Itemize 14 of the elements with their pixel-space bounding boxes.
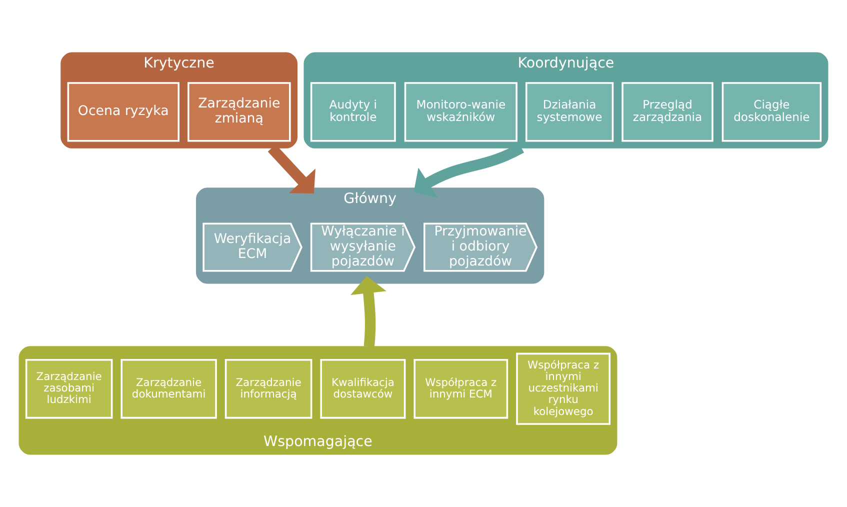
node-box: Przegląd zarządzania [622, 82, 714, 142]
node-box: Ciągłe doskonalenie [722, 82, 822, 142]
node-box: Współpraca z innymi uczestnikami rynku kolejowego [516, 352, 610, 425]
node-box: Zarządzanie zmianą [188, 82, 291, 142]
node-box: Współpraca z innymi ECM [414, 359, 508, 419]
node-box: Zarządzanie informacją [224, 359, 312, 419]
node-box: Ocena ryzyka [67, 82, 180, 142]
node-box: Monitoro-wanie wskaźników [404, 82, 518, 142]
node-box: Działania systemowe [525, 82, 614, 142]
node-box: Zarządzanie dokumentami [120, 359, 217, 419]
node-box: Zarządzanie zasobami ludzkimi [25, 359, 113, 419]
node-box: Kwalifikacja dostawców [320, 359, 406, 419]
arrow [350, 276, 386, 348]
node-box: Audyty i kontrole [310, 82, 396, 142]
